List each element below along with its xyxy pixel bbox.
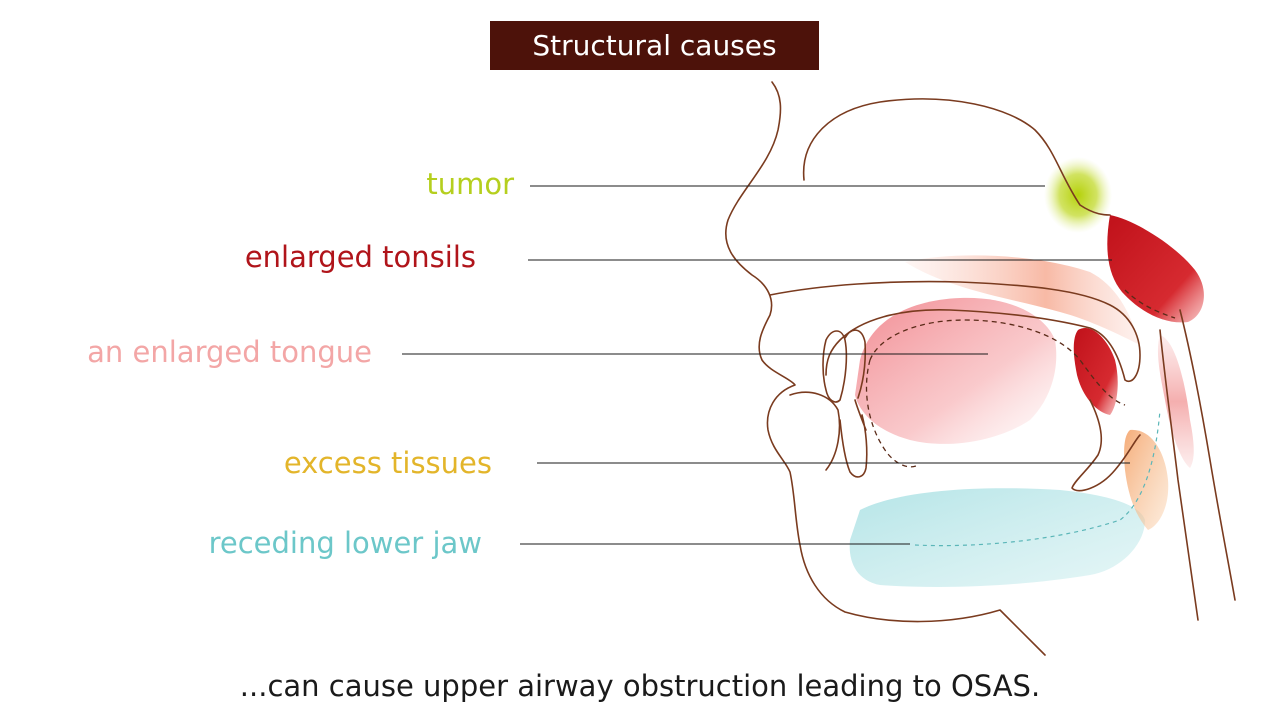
label-receding-lower-jaw: receding lower jaw [208, 526, 482, 560]
caption-text: ...can cause upper airway obstruction le… [239, 669, 1041, 703]
label-enlarged-tongue: an enlarged tongue [87, 335, 372, 369]
epiglottis-outline [1071, 399, 1141, 492]
normal-jaw-contour [914, 409, 1161, 547]
nasal-floor-outline [769, 280, 1141, 382]
normal-tongue-contour-lower [865, 359, 919, 468]
jaw-inner-outline [789, 391, 841, 471]
oropharynx-tonsil [1073, 328, 1118, 415]
receding-jaw-region [849, 488, 1145, 587]
soft-palate-region [905, 255, 1140, 345]
tumor-mass [1044, 157, 1112, 233]
title-banner: Structural causes [490, 21, 819, 70]
title-text: Structural causes [532, 29, 777, 62]
enlarged-tongue-region [855, 297, 1057, 444]
label-tumor: tumor [426, 167, 514, 201]
posterior-airway-outline [1179, 309, 1236, 601]
normal-tongue-contour [869, 319, 1126, 406]
enlarged-tonsil-shape [1107, 215, 1204, 323]
label-enlarged-tonsils: enlarged tonsils [244, 240, 476, 274]
posterior-pharyngeal-wall [1157, 335, 1194, 468]
normal-palate-contour [1124, 289, 1176, 319]
cranium-outline [802, 98, 1111, 216]
label-excess-tissues: excess tissues [283, 446, 492, 480]
upper-teeth-outline [822, 329, 867, 403]
lower-teeth-outline [839, 399, 868, 478]
face-profile-outline [725, 81, 1046, 656]
pharynx-front-outline [1159, 329, 1199, 621]
